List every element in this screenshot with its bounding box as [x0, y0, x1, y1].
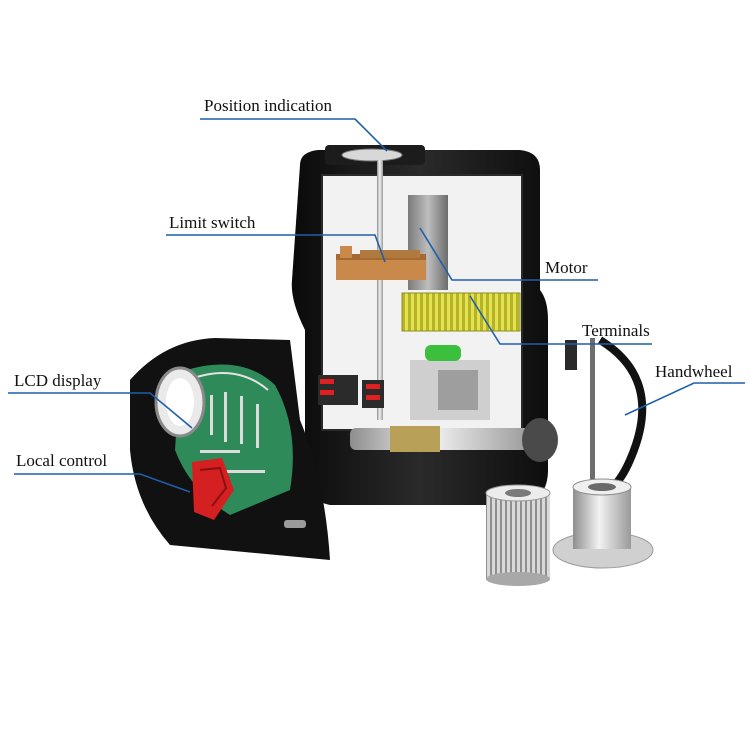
- leader-lcd-display: [8, 392, 193, 429]
- label-terminals: Terminals: [582, 321, 650, 340]
- label-handwheel: Handwheel: [655, 362, 733, 381]
- drive-bush: [485, 484, 551, 586]
- output-flange: [552, 478, 654, 569]
- limit-switch-gear: [336, 246, 426, 280]
- leader-position-indication: [200, 118, 388, 152]
- leader-lines: [8, 118, 745, 493]
- label-motor: Motor: [545, 258, 588, 277]
- label-position-indication: Position indication: [204, 96, 332, 115]
- worm-shaft: [350, 418, 558, 462]
- drive-shaft: [377, 160, 383, 420]
- terminal-block: [401, 292, 521, 332]
- leader-limit-switch: [166, 234, 386, 263]
- capacitor: [425, 345, 461, 361]
- leader-handwheel: [624, 382, 745, 416]
- leader-terminals: [469, 295, 652, 345]
- switch-contacts: [318, 375, 384, 408]
- leader-local-control: [14, 473, 191, 493]
- cover-screw: [284, 520, 306, 528]
- motor-body: [408, 195, 490, 420]
- lcd-window: [154, 366, 206, 438]
- label-limit-switch: Limit switch: [169, 213, 256, 232]
- label-local-control: Local control: [16, 451, 108, 470]
- local-control-knob: [192, 458, 234, 520]
- label-lcd-display: LCD display: [14, 371, 102, 390]
- leader-motor: [419, 227, 598, 281]
